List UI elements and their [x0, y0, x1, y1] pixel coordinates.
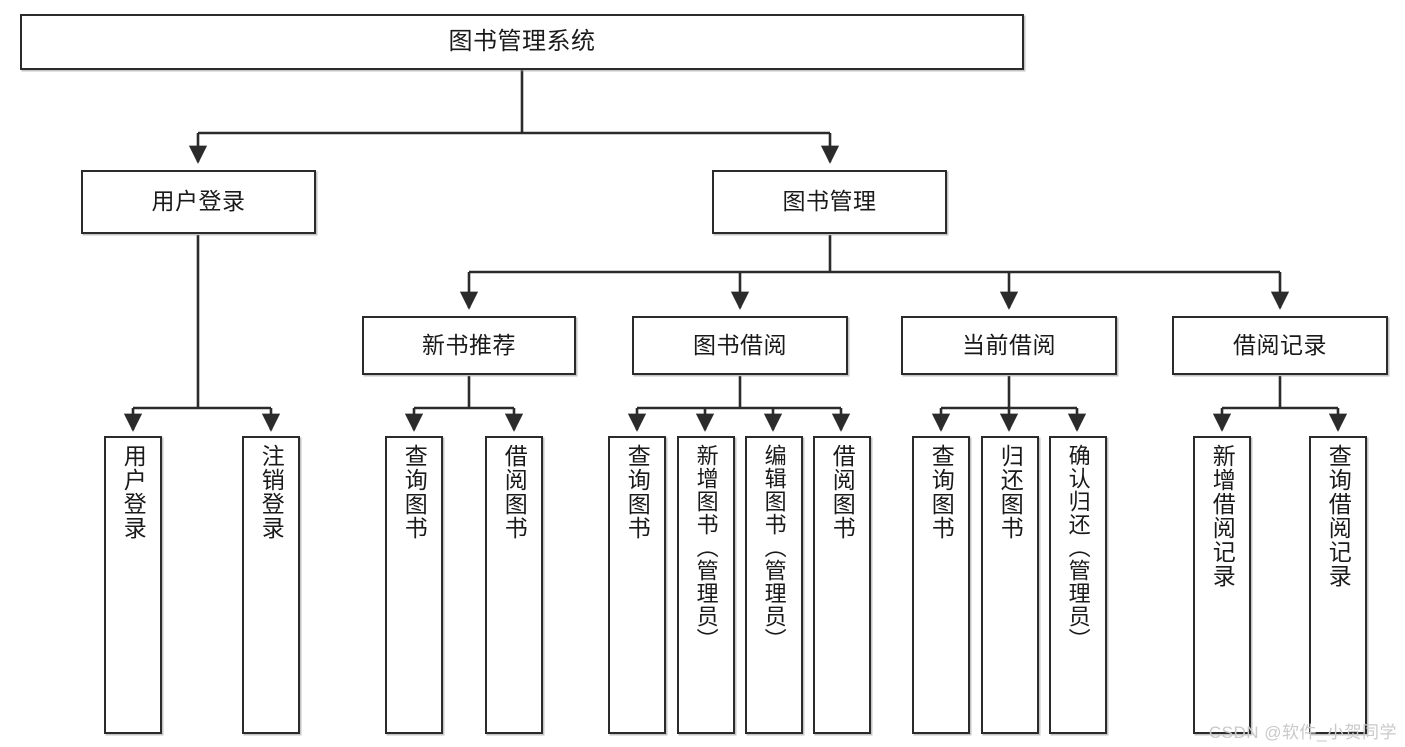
node-leaf-borrow-book-1-label: 借阅图书: [501, 444, 528, 540]
node-leaf-add-book-label: 新增图书（管理员）: [693, 444, 719, 651]
node-leaf-query-record[interactable]: 查询借阅记录: [1309, 436, 1367, 734]
node-leaf-edit-book[interactable]: 编辑图书（管理员）: [745, 436, 803, 734]
node-leaf-borrow-book-2[interactable]: 借阅图书: [813, 436, 871, 734]
node-leaf-borrow-book-2-label: 借阅图书: [829, 444, 856, 540]
node-book-manage-label: 图书管理: [782, 188, 877, 215]
watermark-text: CSDN @软件_小贺同学: [1208, 723, 1397, 742]
node-leaf-confirm-return-label: 确认归还（管理员）: [1065, 444, 1091, 651]
node-leaf-return-book[interactable]: 归还图书: [981, 436, 1039, 734]
node-new-book-recommend[interactable]: 新书推荐: [362, 316, 576, 375]
node-root-label: 图书管理系统: [448, 27, 596, 55]
node-leaf-add-record[interactable]: 新增借阅记录: [1193, 436, 1251, 734]
node-leaf-query-book-2-label: 查询图书: [624, 444, 651, 540]
node-user-login[interactable]: 用户登录: [81, 170, 316, 234]
node-borrow-record-label: 借阅记录: [1233, 331, 1327, 358]
node-book-borrow[interactable]: 图书借阅: [632, 316, 848, 375]
node-leaf-return-book-label: 归还图书: [997, 444, 1024, 540]
node-borrow-record[interactable]: 借阅记录: [1172, 316, 1388, 375]
node-leaf-confirm-return[interactable]: 确认归还（管理员）: [1049, 436, 1107, 734]
node-leaf-add-book[interactable]: 新增图书（管理员）: [677, 436, 735, 734]
node-book-manage[interactable]: 图书管理: [712, 170, 947, 234]
node-leaf-user-logout-label: 注销登录: [258, 444, 285, 540]
node-leaf-add-record-label: 新增借阅记录: [1209, 444, 1236, 588]
node-leaf-edit-book-label: 编辑图书（管理员）: [761, 444, 787, 651]
node-leaf-query-book-3-label: 查询图书: [928, 444, 955, 540]
node-leaf-query-book-3[interactable]: 查询图书: [912, 436, 970, 734]
node-user-login-label: 用户登录: [151, 188, 246, 215]
node-leaf-user-logout[interactable]: 注销登录: [242, 436, 300, 734]
node-leaf-query-book-1[interactable]: 查询图书: [385, 436, 443, 734]
node-leaf-query-record-label: 查询借阅记录: [1325, 444, 1352, 588]
node-leaf-user-login[interactable]: 用户登录: [104, 436, 162, 734]
node-book-borrow-label: 图书借阅: [693, 331, 787, 358]
node-leaf-query-book-1-label: 查询图书: [401, 444, 428, 540]
node-current-borrow-label: 当前借阅: [962, 331, 1056, 358]
node-current-borrow[interactable]: 当前借阅: [901, 316, 1117, 375]
node-leaf-user-login-label: 用户登录: [120, 444, 147, 540]
node-leaf-borrow-book-1[interactable]: 借阅图书: [485, 436, 543, 734]
node-new-book-recommend-label: 新书推荐: [422, 331, 516, 358]
node-leaf-query-book-2[interactable]: 查询图书: [608, 436, 666, 734]
node-root[interactable]: 图书管理系统: [20, 14, 1024, 70]
